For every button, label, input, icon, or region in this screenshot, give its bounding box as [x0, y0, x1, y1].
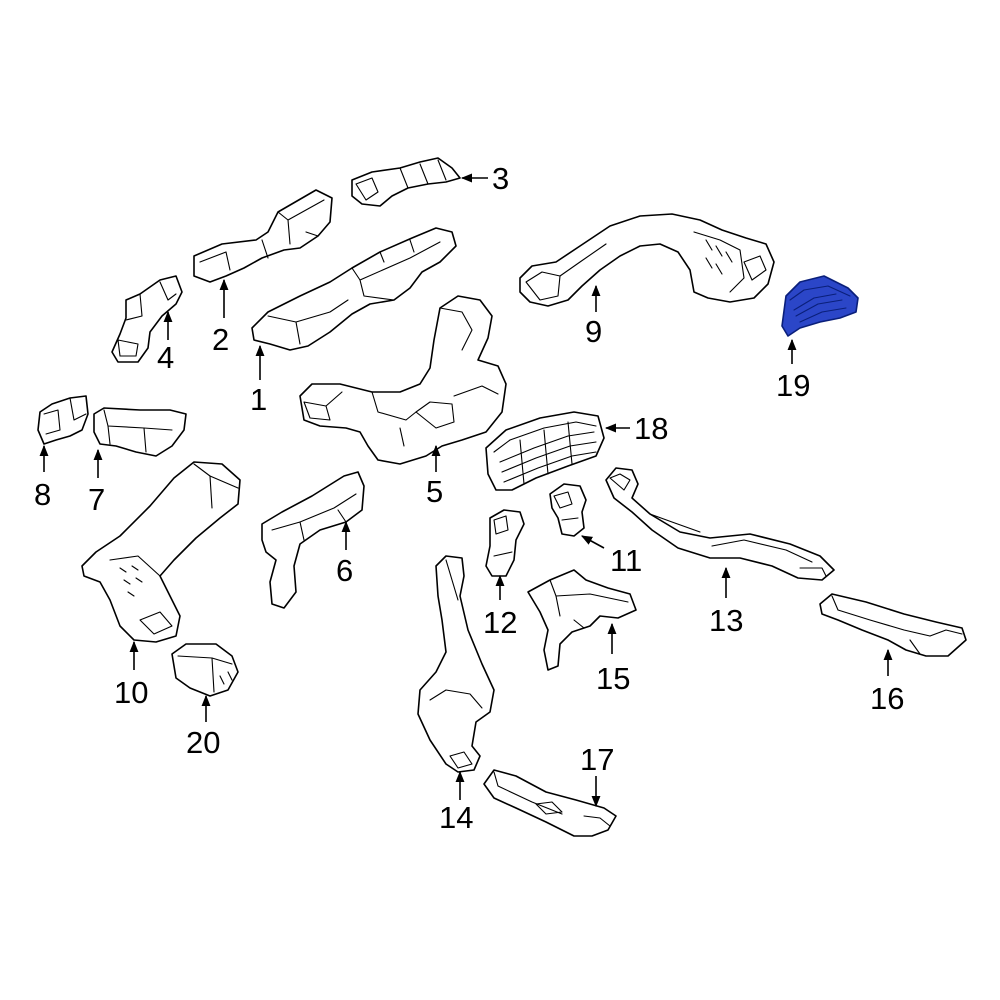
part-12-duct[interactable] — [485, 509, 525, 577]
callout-15[interactable]: 15 — [596, 661, 630, 696]
callout-18[interactable]: 18 — [634, 411, 668, 446]
callout-12[interactable]: 12 — [483, 605, 517, 640]
callout-6[interactable]: 6 — [336, 553, 353, 588]
callout-7[interactable]: 7 — [88, 482, 105, 517]
part-11-duct[interactable] — [549, 483, 587, 537]
callout-16[interactable]: 16 — [870, 681, 904, 716]
part-17-vent[interactable] — [483, 769, 617, 837]
part-14-duct[interactable] — [417, 555, 495, 773]
callout-4[interactable]: 4 — [157, 340, 174, 375]
callout-8[interactable]: 8 — [34, 477, 51, 512]
part-16-vent[interactable] — [819, 593, 967, 657]
callout-5[interactable]: 5 — [426, 474, 443, 509]
part-8-vent[interactable] — [37, 395, 89, 445]
callout-10[interactable]: 10 — [114, 675, 148, 710]
callout-labels: 3 2 4 1 9 19 8 7 5 18 6 11 12 13 15 10 1… — [34, 161, 904, 835]
part-18-vent[interactable] — [485, 411, 605, 491]
part-6-duct[interactable] — [261, 471, 365, 609]
part-10-duct[interactable] — [81, 461, 241, 643]
callout-9[interactable]: 9 — [585, 314, 602, 349]
callout-19[interactable]: 19 — [776, 368, 810, 403]
part-19-vent[interactable] — [781, 275, 859, 337]
callout-14[interactable]: 14 — [439, 800, 473, 835]
part-2-duct[interactable] — [193, 189, 333, 283]
part-7-vent[interactable] — [93, 407, 187, 457]
callout-13[interactable]: 13 — [709, 603, 743, 638]
part-5-duct[interactable] — [299, 295, 507, 465]
part-20-vent[interactable] — [171, 643, 239, 697]
callout-2[interactable]: 2 — [212, 322, 229, 357]
callout-3[interactable]: 3 — [492, 161, 509, 196]
part-4-duct[interactable] — [111, 275, 183, 363]
callout-20[interactable]: 20 — [186, 725, 220, 760]
callout-11[interactable]: 11 — [610, 543, 642, 578]
part-9-duct[interactable] — [519, 213, 775, 307]
part-15-duct[interactable] — [527, 569, 637, 671]
callout-leaders — [39, 173, 893, 808]
callout-1[interactable]: 1 — [250, 382, 267, 417]
part-1-duct[interactable] — [251, 227, 457, 351]
callout-17[interactable]: 17 — [580, 742, 614, 777]
part-3-duct[interactable] — [351, 157, 461, 207]
part-13-duct[interactable] — [605, 467, 835, 581]
